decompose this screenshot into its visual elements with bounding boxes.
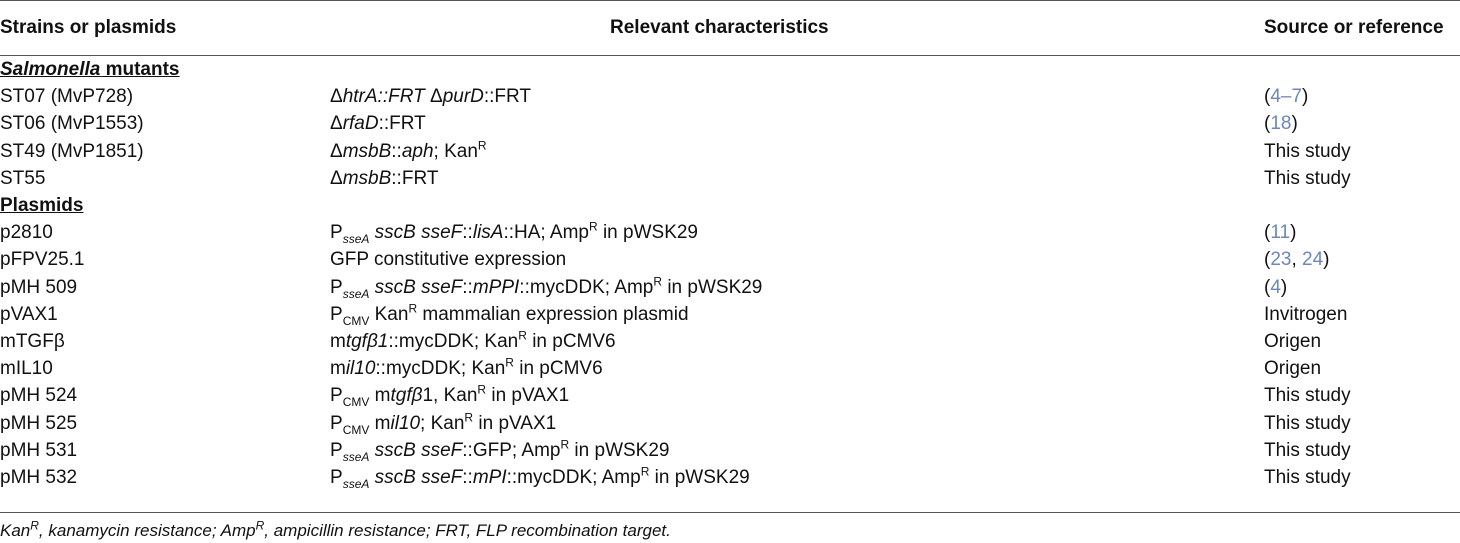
characteristics: PsseA sscB sseF::mPI::mycDDK; AmpR in pW… <box>330 464 750 491</box>
table-row: pFPV25.1 GFP constitutive expression (23… <box>0 246 1460 273</box>
plasmid-name: pMH 525 <box>0 412 78 434</box>
reference-link[interactable]: 18 <box>1270 113 1292 135</box>
plasmid-name: pMH 531 <box>0 439 78 461</box>
table-row: pMH 532 PsseA sscB sseF::mPI::mycDDK; Am… <box>0 464 1460 491</box>
section-row: Salmonella mutants <box>0 56 1460 84</box>
strain-name: ST07 (MvP728) <box>0 86 134 108</box>
plasmid-name: pMH 532 <box>0 467 78 489</box>
table-row: ST49 (MvP1851) ΔmsbB::aph; KanR This stu… <box>0 138 1460 165</box>
reference-link[interactable]: 23 <box>1270 249 1292 271</box>
reference-link[interactable]: 24 <box>1302 249 1324 271</box>
table-row: p2810 PsseA sscB sseF::lisA::HA; AmpR in… <box>0 219 1460 246</box>
characteristics: ΔhtrA::FRT ΔpurD::FRT <box>330 86 532 108</box>
characteristics: PsseA sscB sseF::lisA::HA; AmpR in pWSK2… <box>330 219 698 247</box>
table-row: mTGFβ mtgfβ1::mycDDK; KanR in pCMV6 Orig… <box>0 328 1460 355</box>
source: Origen <box>1264 331 1322 353</box>
table-row: ST06 (MvP1553) ΔrfaD::FRT (18) <box>0 110 1460 137</box>
source: (18) <box>1264 113 1298 135</box>
reference-link[interactable]: 4 <box>1270 276 1281 298</box>
plasmid-name: pFPV25.1 <box>0 249 85 271</box>
table-row: ST07 (MvP728) ΔhtrA::FRT ΔpurD::FRT (4–7… <box>0 83 1460 110</box>
source: This study <box>1264 439 1351 461</box>
table-row: pMH 509 PsseA sscB sseF::mPPI::mycDDK; A… <box>0 274 1460 301</box>
characteristics: mtgfβ1::mycDDK; KanR in pCMV6 <box>330 328 616 353</box>
source: This study <box>1264 467 1351 489</box>
table-row: ST55 ΔmsbB::FRT This study <box>0 165 1460 192</box>
strain-name: ST06 (MvP1553) <box>0 113 144 135</box>
reference-link[interactable]: 11 <box>1270 222 1291 244</box>
plasmid-name: mIL10 <box>0 358 53 380</box>
plasmid-name: pMH 509 <box>0 276 78 298</box>
section-row: Plasmids <box>0 192 1460 219</box>
table-row: pMH 531 PsseA sscB sseF::GFP; AmpR in pW… <box>0 437 1460 464</box>
header-row: Strains or plasmids Relevant characteris… <box>0 0 1460 56</box>
characteristics: PCMV mtgfβ1, KanR in pVAX1 <box>330 383 570 410</box>
source: Invitrogen <box>1264 303 1348 325</box>
strain-name: ST55 <box>0 167 46 189</box>
plasmid-name: mTGFβ <box>0 331 65 353</box>
source: This study <box>1264 412 1351 434</box>
section-plasmids: Plasmids <box>0 195 84 217</box>
header-strains: Strains or plasmids <box>0 0 330 56</box>
source: (11) <box>1264 222 1297 244</box>
source: This study <box>1264 140 1351 162</box>
characteristics: PsseA sscB sseF::GFP; AmpR in pWSK29 <box>330 437 670 464</box>
table-row: pVAX1 PCMV KanR mammalian expression pla… <box>0 301 1460 328</box>
characteristics: ΔrfaD::FRT <box>330 113 426 135</box>
source: This study <box>1264 167 1351 189</box>
strain-name: ST49 (MvP1851) <box>0 140 144 162</box>
source: (23, 24) <box>1264 249 1330 271</box>
characteristics: PCMV mil10; KanR in pVAX1 <box>330 410 557 437</box>
plasmid-name: pMH 524 <box>0 385 78 407</box>
strains-plasmids-table: Strains or plasmids Relevant characteris… <box>0 0 1460 491</box>
characteristics: ΔmsbB::FRT <box>330 167 439 189</box>
characteristics: ΔmsbB::aph; KanR <box>330 138 487 162</box>
plasmid-name: pVAX1 <box>0 303 58 325</box>
reference-link[interactable]: 4–7 <box>1270 86 1303 108</box>
characteristics: PCMV KanR mammalian expression plasmid <box>330 301 689 328</box>
table-row: pMH 524 PCMV mtgfβ1, KanR in pVAX1 This … <box>0 382 1460 409</box>
source: This study <box>1264 385 1351 407</box>
table-row: mIL10 mil10::mycDDK; KanR in pCMV6 Orige… <box>0 355 1460 382</box>
characteristics: GFP constitutive expression <box>330 249 567 271</box>
table-row: pMH 525 PCMV mil10; KanR in pVAX1 This s… <box>0 410 1460 437</box>
source: Origen <box>1264 358 1322 380</box>
characteristics: PsseA sscB sseF::mPPI::mycDDK; AmpR in p… <box>330 274 763 301</box>
source: (4–7) <box>1264 86 1309 108</box>
section-salmonella: Salmonella mutants <box>0 59 180 80</box>
header-source: Source or reference <box>1264 0 1460 56</box>
plasmid-name: p2810 <box>0 222 53 244</box>
table-footnote: KanR, kanamycin resistance; AmpR, ampici… <box>0 512 1460 541</box>
characteristics: mil10::mycDDK; KanR in pCMV6 <box>330 355 603 380</box>
source: (4) <box>1264 276 1288 298</box>
header-characteristics: Relevant characteristics <box>330 0 1264 56</box>
